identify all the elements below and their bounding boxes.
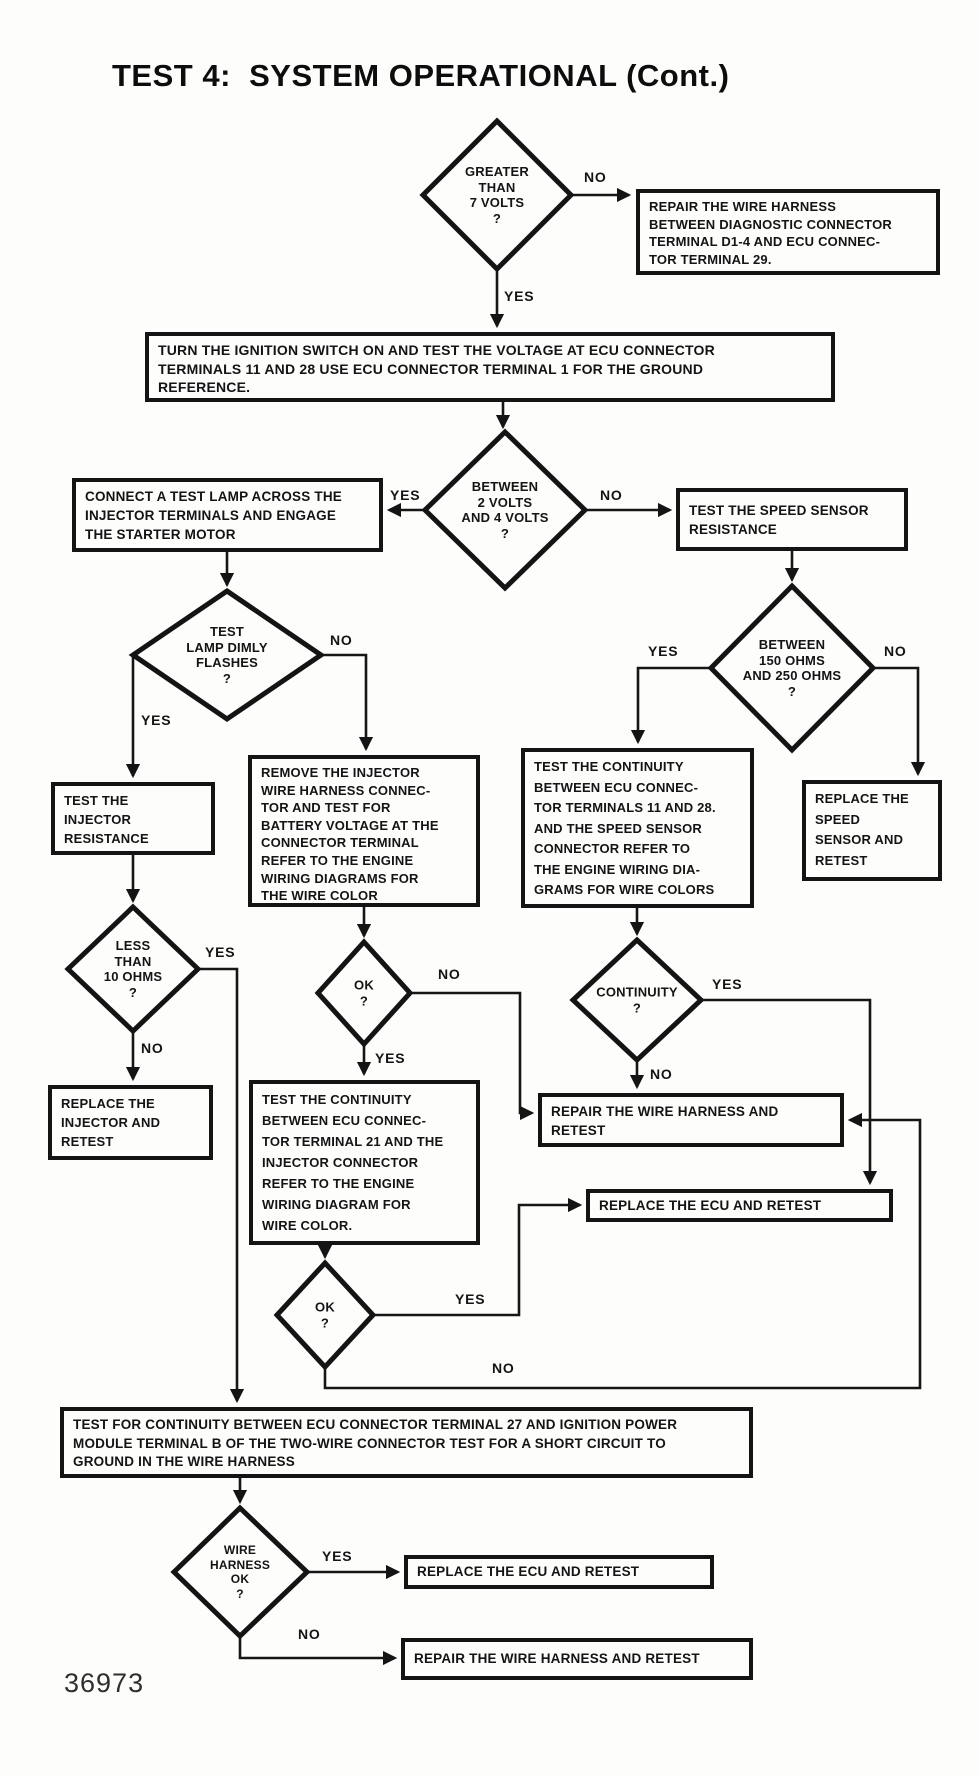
process-repair-harness-retest-mid: REPAIR THE WIRE HARNESS AND RETEST [538, 1093, 844, 1147]
decision-wire-harness-ok: WIRE HARNESS OK ? [209, 1543, 271, 1601]
no-label: NO [141, 1040, 164, 1056]
process-test-continuity-21: TEST THE CONTINUITY BETWEEN ECU CONNEC- … [249, 1080, 480, 1245]
process-replace-ecu-retest-bottom: REPLACE THE ECU AND RETEST [404, 1555, 714, 1589]
decision-shape-greater-than-7-volts [419, 117, 575, 273]
process-remove-injector-harness: REMOVE THE INJECTOR WIRE HARNESS CONNEC-… [248, 755, 480, 907]
figure-number: 36973 [64, 1668, 145, 1698]
process-test-continuity-11-28: TEST THE CONTINUITY BETWEEN ECU CONNEC- … [521, 748, 754, 908]
edge-d8-yes [373, 1197, 583, 1317]
yes-label: YES [648, 643, 679, 659]
decision-ok-upper: OK ? [354, 977, 374, 1009]
yes-label: YES [712, 976, 743, 992]
decision-continuity: CONTINUITY ? [596, 984, 678, 1016]
edge-d8-no [323, 1112, 922, 1390]
yes-label: YES [455, 1291, 486, 1307]
no-label: NO [492, 1360, 515, 1376]
decision-shape-between-2-4-volts [421, 428, 589, 592]
process-replace-ecu-retest-mid: REPLACE THE ECU AND RETEST [586, 1189, 893, 1222]
process-replace-speed-sensor: REPLACE THE SPEED SENSOR AND RETEST [802, 780, 942, 881]
edge-d7-yes [198, 967, 245, 1404]
decision-test-lamp-dimly-flashes: TEST LAMP DIMLY FLASHES ? [186, 624, 268, 686]
edge-d3-no [321, 653, 374, 752]
process-connect-test-lamp: CONNECT A TEST LAMP ACROSS THE INJECTOR … [72, 478, 383, 552]
decision-shape-wire-harness-ok [170, 1504, 311, 1640]
decision-greater-than-7-volts: GREATER THAN 7 VOLTS ? [465, 164, 529, 226]
decision-ok-lower: OK ? [315, 1299, 335, 1331]
decision-shape-between-150-250-ohms [707, 582, 877, 754]
yes-label: YES [205, 944, 236, 960]
decision-between-150-250-ohms: BETWEEN 150 OHMS AND 250 OHMS ? [742, 637, 842, 699]
yes-label: YES [141, 712, 172, 728]
no-label: NO [650, 1066, 673, 1082]
yes-label: YES [375, 1050, 406, 1066]
no-label: NO [298, 1626, 321, 1642]
process-test-speed-sensor-resistance: TEST THE SPEED SENSOR RESISTANCE [676, 488, 908, 551]
decision-shape-less-than-10-ohms [64, 903, 202, 1035]
decision-shape-ok-upper [314, 938, 414, 1048]
decision-shape-test-lamp-dimly-flashes [128, 587, 326, 723]
edge-d4-yes [630, 666, 711, 745]
process-replace-injector: REPLACE THE INJECTOR AND RETEST [48, 1085, 213, 1160]
process-repair-harness-diagnostic: REPAIR THE WIRE HARNESS BETWEEN DIAGNOST… [636, 189, 940, 275]
process-turn-ignition-on: TURN THE IGNITION SWITCH ON AND TEST THE… [145, 332, 835, 402]
no-label: NO [584, 169, 607, 185]
no-label: NO [330, 632, 353, 648]
no-label: NO [438, 966, 461, 982]
decision-less-than-10-ohms: LESS THAN 10 OHMS ? [103, 938, 163, 1000]
yes-label: YES [504, 288, 535, 304]
process-test-injector-resistance: TEST THE INJECTOR RESISTANCE [51, 782, 215, 855]
edge-d6-no [410, 991, 535, 1121]
decision-between-2-4-volts: BETWEEN 2 VOLTS AND 4 VOLTS ? [461, 479, 549, 541]
no-label: NO [884, 643, 907, 659]
edge-d5-yes [701, 998, 878, 1186]
decision-shape-ok-lower [273, 1259, 377, 1371]
process-repair-harness-retest-bottom: REPAIR THE WIRE HARNESS AND RETEST [401, 1638, 753, 1680]
no-label: NO [600, 487, 623, 503]
yes-label: YES [322, 1548, 353, 1564]
edge-d4-no [873, 666, 926, 777]
decision-shape-continuity [569, 936, 705, 1064]
page-title: TEST 4: SYSTEM OPERATIONAL (Cont.) [112, 58, 730, 93]
process-test-continuity-27: TEST FOR CONTINUITY BETWEEN ECU CONNECTO… [60, 1407, 753, 1478]
edge-d9-no [238, 1636, 398, 1666]
yes-label: YES [390, 487, 421, 503]
